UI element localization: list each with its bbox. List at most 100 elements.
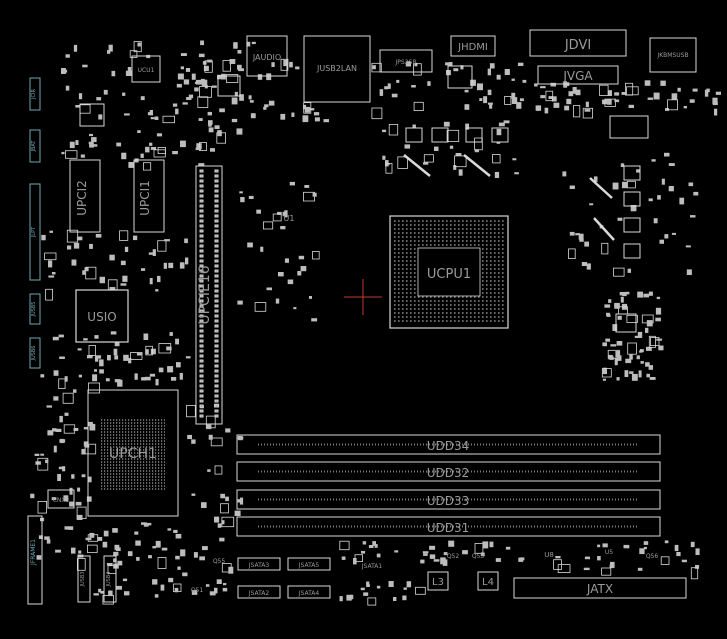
smd-component — [199, 86, 212, 98]
jsata5-connector — [287, 557, 331, 571]
smd-component — [455, 153, 462, 156]
smd-component — [127, 67, 132, 74]
smd-component — [627, 180, 636, 189]
smd-component — [690, 541, 695, 548]
dimm-a-label: UDD34 — [427, 439, 470, 453]
smd-component — [249, 100, 254, 103]
smd-component — [157, 275, 161, 283]
smd-component — [496, 74, 501, 80]
smd-component — [119, 230, 129, 241]
smd-component — [448, 540, 455, 547]
smd-component — [634, 335, 641, 338]
smd-component — [179, 262, 185, 269]
jaudio-label: JAUDIO — [252, 53, 281, 62]
jdvi-label: JDVI — [564, 38, 591, 53]
square-component — [79, 103, 105, 127]
smd-component — [254, 302, 267, 312]
smd-component — [122, 92, 126, 96]
smd-component — [394, 550, 399, 553]
smd-component — [239, 191, 243, 194]
dimm-c-label: UDD33 — [427, 494, 470, 508]
smd-component — [201, 502, 207, 508]
l3-label: L3 — [432, 577, 444, 588]
smd-component — [681, 559, 687, 563]
smd-component — [231, 97, 238, 105]
smd-component — [668, 163, 675, 166]
smd-component — [604, 98, 616, 107]
smd-component — [199, 556, 205, 561]
square-component — [447, 65, 473, 89]
smd-component — [217, 130, 222, 137]
jusb4-label: JUSB4 — [106, 572, 112, 588]
smd-component — [175, 533, 182, 539]
smd-component — [97, 537, 103, 541]
q55-label: Q55 — [213, 558, 226, 565]
smd-component — [135, 540, 141, 546]
smd-component — [692, 88, 698, 92]
smd-component — [134, 373, 138, 380]
smd-component — [205, 584, 210, 587]
smd-component — [78, 93, 83, 100]
pcie-pin — [214, 274, 219, 278]
smd-component — [638, 370, 642, 378]
smd-component — [112, 528, 118, 533]
smd-component — [102, 541, 108, 548]
smd-component — [240, 197, 245, 203]
smd-component — [262, 221, 274, 230]
smd-component — [564, 105, 570, 111]
ucu1-label: UCU1 — [138, 67, 155, 74]
smd-component — [465, 123, 469, 130]
smd-component — [706, 88, 710, 93]
smd-component — [693, 191, 699, 196]
smd-component — [166, 346, 172, 351]
smd-component — [30, 493, 35, 499]
smd-component — [47, 430, 54, 436]
smd-component — [103, 530, 109, 537]
smd-component — [145, 522, 152, 526]
smd-component — [492, 153, 501, 164]
smd-component — [231, 118, 238, 123]
dimm-d-label: UDD31 — [427, 521, 470, 535]
smd-component — [75, 140, 79, 145]
smd-component — [585, 101, 589, 108]
smd-component — [186, 404, 196, 418]
smd-component — [479, 98, 483, 101]
pcie-pin — [199, 389, 204, 393]
smd-component — [106, 563, 113, 566]
diagonal-component — [593, 217, 615, 241]
smd-component — [80, 154, 85, 158]
smd-component — [124, 591, 130, 596]
smd-component — [627, 342, 637, 355]
smd-component — [114, 355, 119, 360]
smd-component — [107, 50, 111, 54]
smd-component — [422, 551, 429, 554]
smd-component — [168, 577, 174, 583]
smd-component — [382, 129, 387, 133]
smd-component — [116, 142, 122, 147]
diagonal-component — [403, 154, 431, 177]
smd-component — [150, 147, 157, 150]
smd-component — [414, 62, 418, 67]
smd-component — [73, 44, 78, 52]
smd-component — [403, 587, 407, 590]
smd-component — [391, 93, 398, 98]
smd-component — [266, 73, 272, 81]
smd-component — [65, 54, 70, 58]
q52-label: Q52 — [447, 553, 460, 560]
smd-component — [589, 203, 594, 206]
pcie-pin — [214, 324, 219, 328]
pcie-pin — [214, 389, 219, 393]
smd-component — [617, 217, 623, 221]
smd-component — [130, 352, 143, 360]
square-component — [465, 127, 483, 143]
cnx2-component — [47, 489, 75, 509]
smd-component — [495, 558, 501, 562]
smd-component — [77, 558, 86, 571]
smd-component — [223, 583, 227, 586]
smd-component — [71, 259, 77, 266]
smd-component — [308, 108, 315, 111]
pcie-pin — [199, 354, 204, 358]
smd-component — [157, 146, 166, 154]
smd-component — [58, 466, 64, 470]
smd-component — [685, 245, 691, 248]
